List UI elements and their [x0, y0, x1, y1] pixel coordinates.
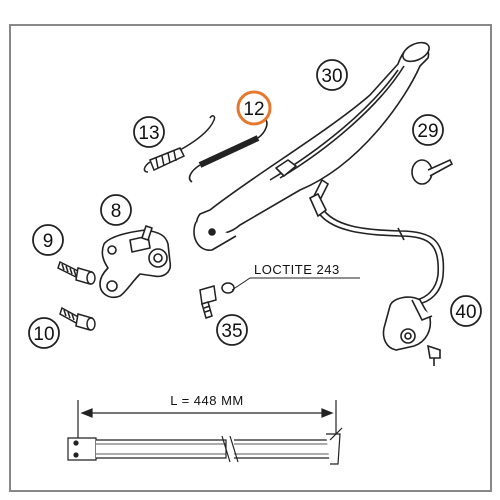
callout-40: 40	[450, 295, 482, 327]
svg-text:8: 8	[111, 201, 122, 222]
svg-text:13: 13	[138, 123, 159, 144]
callout-8: 8	[100, 194, 132, 226]
stand-bolt-part	[199, 282, 235, 319]
return-spring-part	[143, 115, 216, 173]
svg-text:9: 9	[43, 231, 54, 252]
length-dimension-label: L = 448 MM	[170, 393, 244, 408]
screw-part	[57, 260, 96, 285]
diagram-border	[9, 24, 492, 492]
svg-text:10: 10	[33, 324, 54, 345]
sensor-part	[382, 296, 441, 366]
bracket-part	[99, 225, 172, 299]
bolt-part	[59, 306, 96, 331]
loctite-label: LOCTITE 243	[254, 262, 340, 277]
callout-35: 35	[216, 314, 248, 346]
side-stand-part	[193, 41, 430, 251]
spring-part	[188, 117, 268, 183]
svg-text:30: 30	[321, 66, 342, 87]
callout-30: 30	[316, 59, 348, 91]
side-stand-dimension-drawing	[67, 400, 343, 465]
svg-text:29: 29	[417, 121, 438, 142]
loctite-leader-line	[231, 277, 360, 291]
callout-12: 12	[236, 90, 272, 126]
svg-text:12: 12	[243, 99, 264, 120]
cable-tie-part	[411, 158, 454, 185]
callout-29: 29	[412, 114, 444, 146]
callout-9: 9	[32, 224, 64, 256]
sensor-cable-part	[308, 178, 445, 305]
callout-13: 13	[133, 116, 165, 148]
svg-text:40: 40	[455, 302, 476, 323]
callout-10: 10	[28, 317, 60, 349]
svg-text:35: 35	[221, 321, 242, 342]
